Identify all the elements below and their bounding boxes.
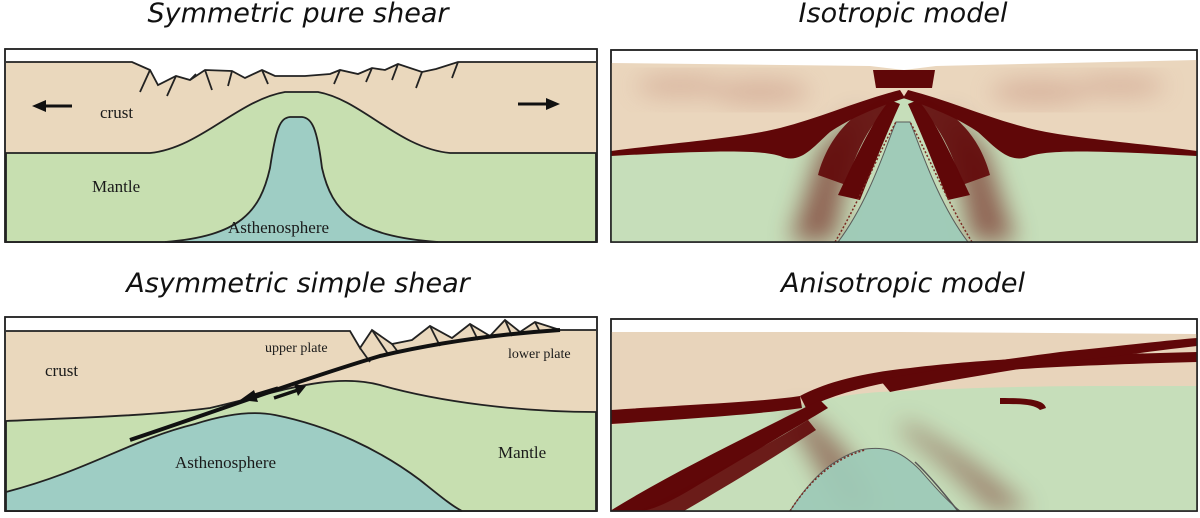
- title-isotropic-model: Isotropic model: [798, 0, 1008, 29]
- detachment-fault: [129, 328, 561, 442]
- label-upper-plate: upper plate: [265, 341, 328, 356]
- asthenosphere-layer: [5, 412, 463, 512]
- extension-arrow-left: [32, 100, 72, 112]
- extension-arrow-right: [518, 98, 560, 110]
- label-asthenosphere: Asthenosphere: [228, 218, 329, 237]
- normal-faults: [139, 61, 459, 97]
- label-crust: crust: [45, 361, 78, 380]
- surface-topography: [6, 318, 596, 350]
- panel-symmetric-pure-shear: crust Mantle Asthenosphere: [4, 48, 598, 243]
- surface-topography: [6, 61, 596, 87]
- shear-zones: [611, 338, 1197, 511]
- panel-anisotropic-model: [610, 318, 1198, 512]
- title-anisotropic-model: Anisotropic model: [780, 268, 1025, 299]
- model-mantle: [611, 386, 1197, 511]
- asthenosphere-layer: [164, 116, 439, 243]
- diffuse-crust-shear: [635, 76, 1165, 104]
- label-lower-plate: lower plate: [508, 347, 571, 362]
- label-asthenosphere: Asthenosphere: [175, 453, 276, 472]
- shear-zones: [611, 70, 1197, 200]
- shear-sense-arrows: [240, 384, 306, 402]
- label-crust: crust: [100, 103, 133, 122]
- title-asymmetric-simple-shear: Asymmetric simple shear: [126, 268, 470, 299]
- label-mantle: Mantle: [498, 443, 546, 462]
- model-asthenosphere: [837, 121, 969, 242]
- title-symmetric-pure-shear: Symmetric pure shear: [147, 0, 449, 29]
- label-mantle: Mantle: [92, 177, 140, 196]
- model-asthenosphere: [789, 447, 961, 511]
- panel-isotropic-model: [610, 49, 1198, 243]
- panel-asymmetric-simple-shear: upper plate lower plate crust Asthenosph…: [4, 316, 598, 512]
